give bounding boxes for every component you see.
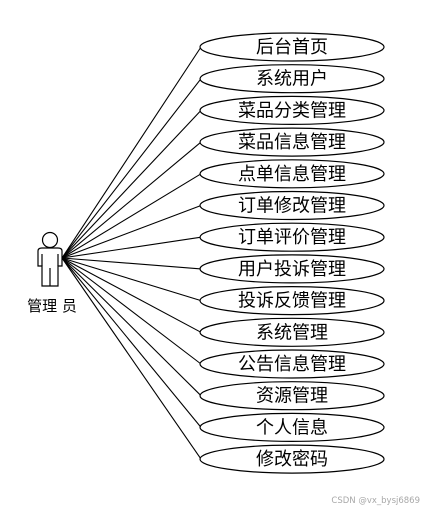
watermark: CSDN @vx_bysj6869 bbox=[331, 496, 420, 506]
association-line bbox=[61, 257, 202, 302]
use-case: 订单评价管理 bbox=[199, 222, 385, 252]
use-case: 后台首页 bbox=[199, 32, 385, 62]
use-case: 修改密码 bbox=[199, 444, 385, 474]
use-case-ellipse bbox=[199, 381, 385, 411]
use-case-label: 用户投诉管理 bbox=[238, 259, 346, 280]
use-case-ellipse bbox=[199, 286, 385, 316]
use-case-label: 投诉反馈管理 bbox=[238, 291, 346, 312]
use-case-ellipse bbox=[199, 349, 385, 379]
use-case-ellipse bbox=[199, 412, 385, 442]
association-line bbox=[61, 78, 202, 259]
use-case: 系统用户 bbox=[199, 64, 385, 94]
association-line bbox=[61, 257, 202, 397]
actor-head bbox=[41, 231, 59, 249]
use-case-ellipse bbox=[199, 222, 385, 252]
use-case-label: 个人信息 bbox=[256, 417, 328, 438]
association-line bbox=[61, 257, 202, 428]
use-case-label: 点单信息管理 bbox=[238, 164, 346, 185]
use-case-label: 后台首页 bbox=[256, 37, 328, 58]
use-case: 菜品分类管理 bbox=[199, 95, 385, 126]
use-case-label: 修改密码 bbox=[256, 449, 328, 470]
use-case: 用户投诉管理 bbox=[199, 254, 385, 284]
use-case: 系统管理 bbox=[199, 317, 385, 347]
use-case-ellipse bbox=[199, 190, 385, 221]
use-case: 订单修改管理 bbox=[199, 190, 385, 221]
use-case: 投诉反馈管理 bbox=[199, 286, 385, 316]
association-line bbox=[61, 173, 202, 259]
use-case-label: 系统用户 bbox=[256, 69, 328, 90]
use-case-ellipse bbox=[199, 32, 385, 62]
use-case-ellipse bbox=[199, 317, 385, 347]
use-case-ellipse bbox=[199, 95, 385, 126]
association-line bbox=[61, 236, 202, 259]
use-case-label: 系统管理 bbox=[256, 322, 328, 343]
use-case-ellipse bbox=[199, 159, 385, 189]
association-line bbox=[61, 204, 202, 259]
association-line bbox=[61, 141, 202, 259]
use-case-ellipse bbox=[199, 444, 385, 474]
association-line bbox=[61, 46, 202, 259]
use-case-list: 后台首页系统用户菜品分类管理菜品信息管理点单信息管理订单修改管理订单评价管理用户… bbox=[199, 32, 385, 474]
association-line bbox=[61, 257, 202, 270]
use-case: 资源管理 bbox=[199, 381, 385, 411]
use-case-label: 菜品信息管理 bbox=[238, 132, 346, 153]
association-line bbox=[61, 110, 202, 259]
actor-name: 管理 员 bbox=[27, 297, 77, 315]
use-case-label: 菜品分类管理 bbox=[238, 100, 346, 121]
association-line bbox=[61, 257, 202, 333]
actor-body bbox=[37, 247, 63, 287]
use-case-ellipse bbox=[199, 64, 385, 94]
use-case-ellipse bbox=[199, 127, 385, 157]
use-case-ellipse bbox=[199, 254, 385, 284]
use-case-label: 资源管理 bbox=[256, 386, 328, 407]
use-case: 公告信息管理 bbox=[199, 349, 385, 379]
use-case-label: 订单修改管理 bbox=[238, 196, 346, 217]
actor-figure bbox=[37, 231, 63, 287]
use-case-label: 订单评价管理 bbox=[238, 227, 346, 248]
use-case: 个人信息 bbox=[199, 412, 385, 442]
use-case-label: 公告信息管理 bbox=[238, 354, 346, 375]
association-lines bbox=[61, 46, 202, 460]
association-line bbox=[61, 257, 202, 460]
use-case: 菜品信息管理 bbox=[199, 127, 385, 157]
association-line bbox=[61, 257, 202, 365]
use-case: 点单信息管理 bbox=[199, 159, 385, 189]
